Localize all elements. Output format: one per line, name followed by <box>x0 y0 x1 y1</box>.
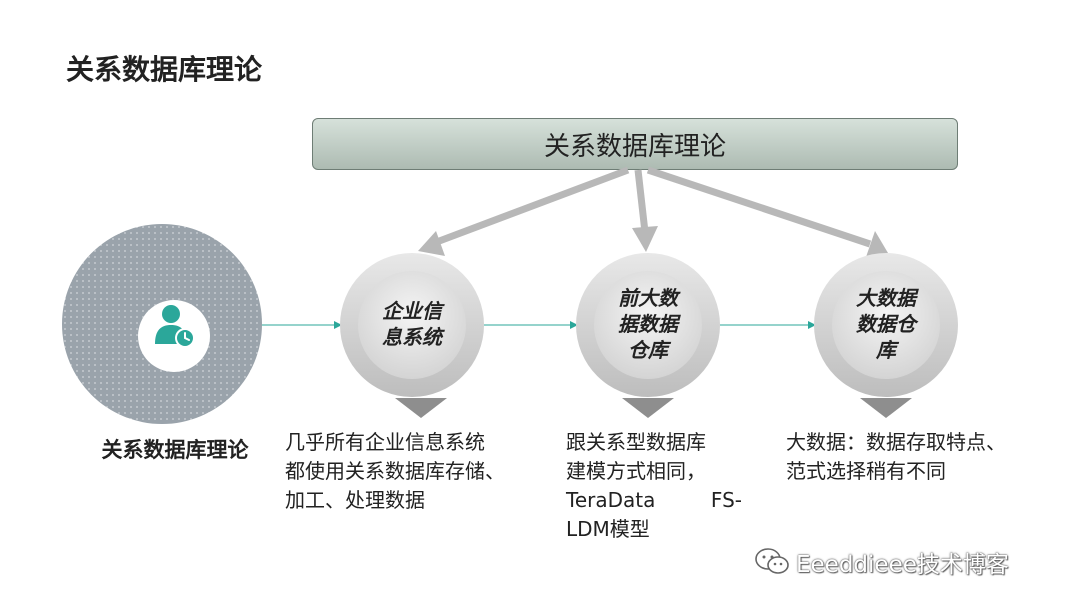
node-1-desc-line-1: 几乎所有企业信息系统 <box>285 430 485 454</box>
top-box: 关系数据库理论 <box>312 118 958 170</box>
node-3-line-2: 数据仓 <box>856 312 916 336</box>
node-1-desc-line-3: 加工、处理数据 <box>285 488 425 512</box>
node-pin-3 <box>814 253 958 418</box>
node-3-line-3: 库 <box>876 338 896 362</box>
connector-node-2-to-node-3 <box>720 321 816 329</box>
node-2-label: 前大数 据数据 仓库 <box>593 285 703 363</box>
user-clock-icon <box>155 305 195 348</box>
node-3-desc-line-2: 范式选择稍有不同 <box>786 459 946 483</box>
page-title: 关系数据库理论 <box>66 53 263 86</box>
node-3-desc-line-1: 大数据：数据存取特点、 <box>786 430 1006 454</box>
node-2-line-1: 前大数 <box>618 286 678 310</box>
top-box-label: 关系数据库理论 <box>543 131 726 162</box>
node-3-description: 大数据：数据存取特点、 范式选择稍有不同 <box>786 428 1056 486</box>
node-2-line-2: 据数据 <box>618 312 678 336</box>
wechat-icon <box>755 548 789 574</box>
left-label: 关系数据库理论 <box>101 438 249 462</box>
node-2-desc-line-2: 建模方式相同， <box>566 459 706 483</box>
node-2-desc-line-1: 跟关系型数据库 <box>566 430 706 454</box>
node-1-line-1: 企业信 <box>382 299 442 323</box>
node-1-line-2: 息系统 <box>382 325 442 349</box>
node-1-desc-line-2: 都使用关系数据库存储、 <box>285 459 505 483</box>
arrow-to-node-2 <box>632 169 658 252</box>
node-3-label: 大数据 数据仓 库 <box>831 285 941 363</box>
connector-node-1-to-node-2 <box>484 321 578 329</box>
node-2-description: 跟关系型数据库 建模方式相同， TeraData FS- LDM模型 <box>566 428 742 544</box>
node-1-label: 企业信 息系统 <box>357 298 467 350</box>
node-2-desc-line-4: LDM模型 <box>566 517 650 541</box>
node-2-line-3: 仓库 <box>628 338 668 362</box>
node-2-desc-line-3: TeraData FS- <box>566 488 742 512</box>
watermark: Eeeddieee技术博客 <box>754 545 1054 579</box>
watermark-text: Eeeddieee技术博客 <box>796 552 1009 578</box>
node-pin-1 <box>340 253 484 418</box>
node-pin-2 <box>576 253 720 418</box>
arrow-to-node-3 <box>646 166 888 257</box>
node-1-description: 几乎所有企业信息系统 都使用关系数据库存储、 加工、处理数据 <box>285 428 555 515</box>
arrow-to-node-1 <box>418 166 630 256</box>
node-3-line-1: 大数据 <box>856 286 916 310</box>
